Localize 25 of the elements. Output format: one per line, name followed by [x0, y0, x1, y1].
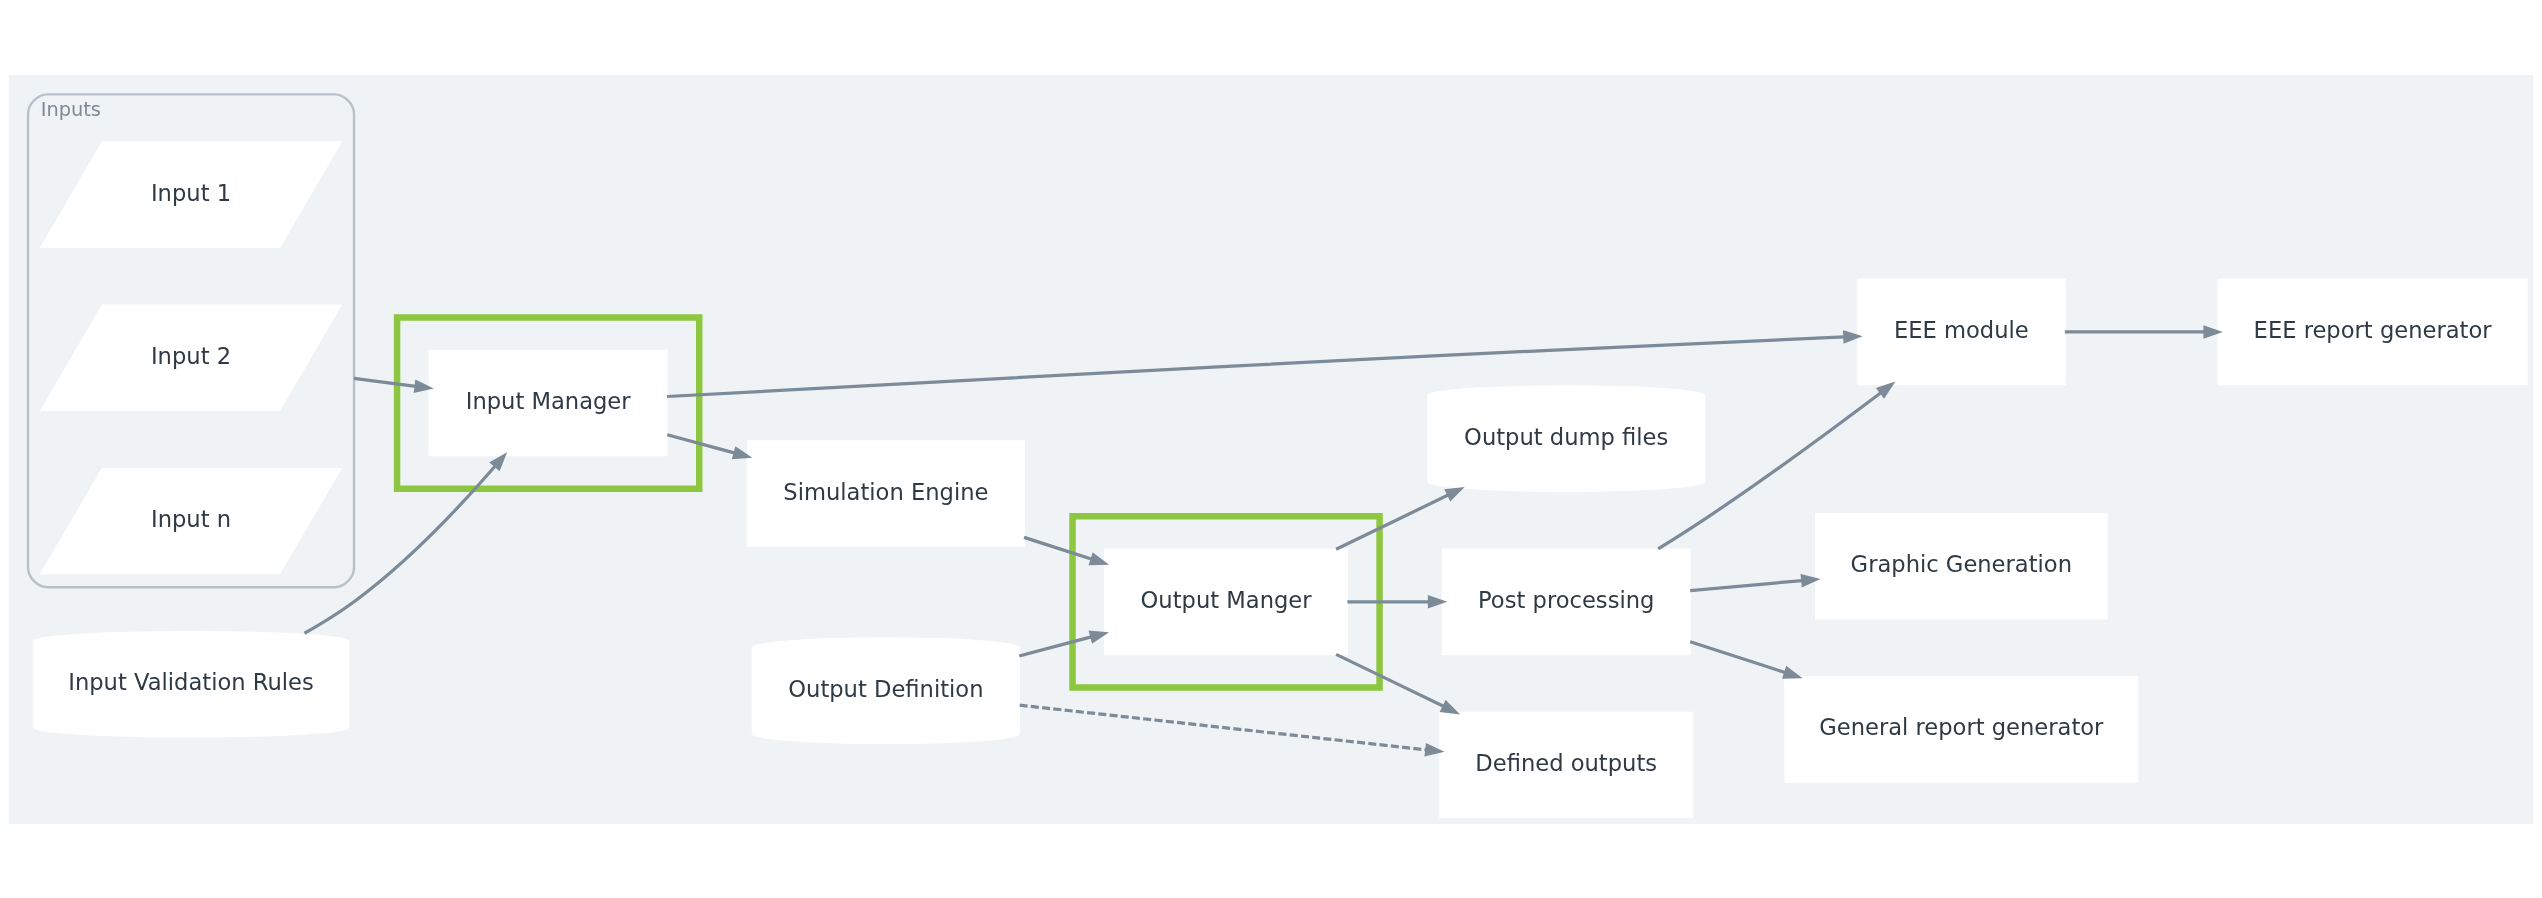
arrow [1347, 594, 1448, 609]
arrow [1018, 630, 1110, 657]
node-box: EEE module [1857, 278, 2066, 385]
arrow [303, 451, 508, 635]
arrow [2064, 324, 2223, 339]
node-box: Simulation Engine [746, 439, 1025, 547]
arrow [1335, 652, 1461, 714]
node-box: EEE report generator [2217, 278, 2528, 385]
node-box: General report generator [1784, 675, 2139, 783]
node-box: Defined outputs [1439, 711, 1694, 818]
arrow [1689, 639, 1803, 679]
node-box: Input Manager [428, 349, 668, 456]
arrow [666, 432, 753, 459]
node-box: Output Manger [1104, 548, 1349, 655]
arrow [666, 329, 1863, 398]
arrow [1019, 703, 1445, 756]
cluster [1069, 512, 1383, 691]
node-box: Graphic Generation [1815, 512, 2108, 620]
cluster [393, 313, 703, 492]
arrow [1690, 573, 1821, 592]
arrow [353, 376, 434, 393]
arrow [1335, 486, 1465, 551]
arrow [1023, 535, 1110, 565]
arrow [1657, 381, 1896, 550]
node-box: Post processing [1441, 548, 1691, 655]
